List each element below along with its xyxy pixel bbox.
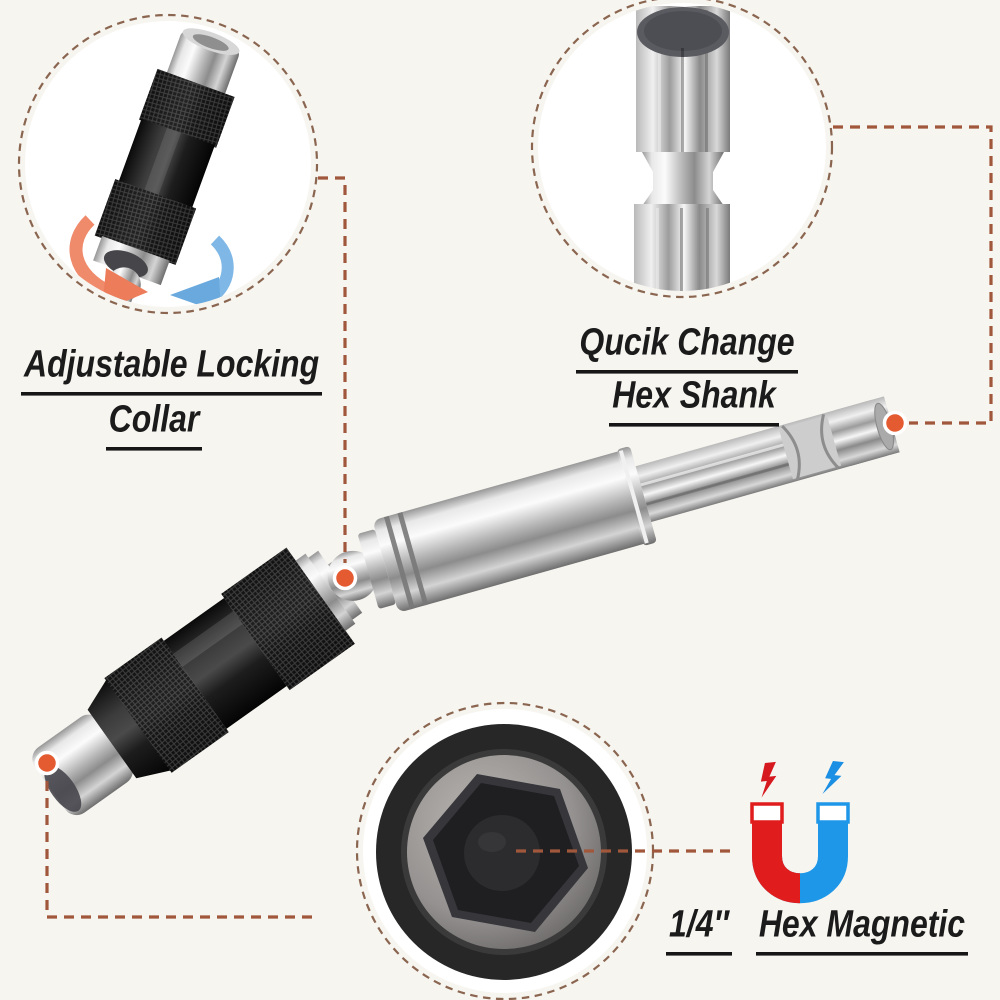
product-groove-edge-1 xyxy=(781,424,801,481)
callout-line-hex-shank xyxy=(833,125,993,425)
label-adjustable-locking-line1: Adjustable Locking xyxy=(21,343,323,396)
product-knurl-a-texture xyxy=(104,637,229,773)
red-lightning-icon xyxy=(760,761,777,798)
hexbit-facet-hi xyxy=(658,10,661,152)
product-swivel-washer xyxy=(358,529,396,609)
product-groove-edge-2 xyxy=(820,414,840,470)
callout-line-socket xyxy=(45,781,314,919)
label-hex-magnetic-text: Hex Magnetic xyxy=(755,903,969,956)
magnet-pole-red xyxy=(750,802,784,824)
product-tip-opening xyxy=(44,765,82,812)
hexbit-facet-lo xyxy=(705,10,708,152)
product-collar-taper xyxy=(87,676,175,779)
callout-line-locking-collar xyxy=(318,176,347,563)
zoom-photo-locking-collar xyxy=(69,28,240,307)
collar-gloss xyxy=(143,127,182,197)
blue-lightning-icon xyxy=(822,760,844,795)
hexbit-neck xyxy=(642,152,724,206)
magnet-icon xyxy=(750,760,850,904)
collar-smooth-body xyxy=(118,118,215,210)
label-quick-change-line1: Qucik Change xyxy=(537,321,837,374)
product-rear-section xyxy=(327,396,900,611)
product-washer-1 xyxy=(295,553,356,631)
label-quarter-inch-text: 1/4″ xyxy=(666,903,732,956)
magnet-pole-blue xyxy=(816,802,850,824)
zoom-circle-locking-collar xyxy=(17,13,319,315)
zoom-photo-hex-shank xyxy=(634,6,730,291)
label-adjustable-locking-line1-text: Adjustable Locking xyxy=(21,343,323,396)
orange-callout-dot-tip xyxy=(34,750,60,776)
label-quick-change-line2-text: Hex Shank xyxy=(609,374,779,427)
socket-magnet-pin xyxy=(464,815,540,891)
hexbit-seam-top xyxy=(681,48,684,152)
product-sleeve-end-highlight xyxy=(618,450,649,544)
hexbit-seam-bottom xyxy=(680,208,683,291)
hexbit-facet-lo2 xyxy=(706,208,709,291)
product-collar-gloss xyxy=(173,611,243,667)
orange-callout-dot-swivel xyxy=(332,565,358,591)
zoom-photo-socket xyxy=(376,724,632,980)
hexbit-top-face-inner xyxy=(644,11,722,51)
product-shank-detent-groove xyxy=(778,415,842,480)
product-knurl-b-texture xyxy=(221,547,355,691)
hexbit-lower-body xyxy=(634,204,730,291)
zoom-circle-hex-shank xyxy=(530,0,834,299)
collar-cap-center xyxy=(192,34,229,51)
hexbit-facet-hi2 xyxy=(656,208,659,291)
label-quick-change-line2: Hex Shank xyxy=(544,374,844,427)
label-quick-change-line1-text: Qucik Change xyxy=(576,321,798,374)
orange-callout-dot-shank xyxy=(882,410,908,436)
label-hex-magnetic: 1/4″ Hex Magnetic xyxy=(666,903,969,956)
product-sleeve xyxy=(374,450,653,611)
product-sleeve-groove-2 xyxy=(397,512,429,606)
label-adjustable-locking-line2: Collar xyxy=(4,398,304,451)
product-collar-smooth xyxy=(163,598,287,729)
product-sleeve-groove-1 xyxy=(383,515,415,610)
socket-pin-highlight xyxy=(478,832,506,852)
magnet-red-half xyxy=(752,812,800,904)
label-adjustable-locking-line2-text: Collar xyxy=(105,398,203,451)
